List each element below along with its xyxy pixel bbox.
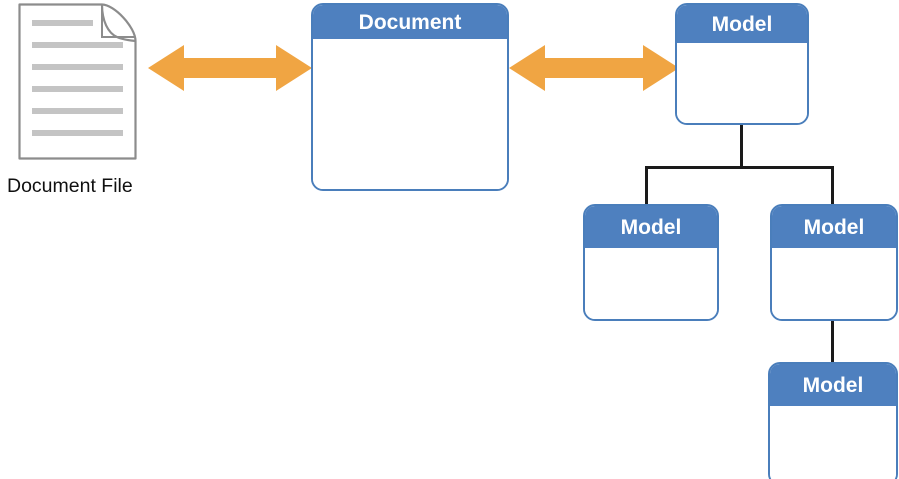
arrow-document-to-model [509, 44, 679, 92]
connector-root-bar [645, 166, 834, 169]
node-document-body [313, 39, 507, 189]
node-model-child-left[interactable]: Model [583, 204, 719, 321]
connector-left-drop [645, 166, 648, 206]
document-file-icon [18, 3, 137, 160]
arrow-file-to-document [148, 44, 312, 92]
connector-root-stem [740, 124, 743, 169]
node-model-child-right[interactable]: Model [770, 204, 898, 321]
node-model-grandchild-title: Model [770, 364, 896, 406]
node-model-child-left-title: Model [585, 206, 717, 248]
node-model-child-right-body [772, 248, 896, 319]
node-model-child-left-body [585, 248, 717, 319]
connector-child-to-grandchild [831, 320, 834, 364]
node-document-title: Document [313, 5, 507, 39]
connector-right-drop [831, 166, 834, 206]
node-document[interactable]: Document [311, 3, 509, 191]
node-model-grandchild-body [770, 406, 896, 479]
document-file-label: Document File [7, 175, 133, 197]
node-model-root[interactable]: Model [675, 3, 809, 125]
node-model-grandchild[interactable]: Model [768, 362, 898, 479]
node-model-root-title: Model [677, 5, 807, 43]
node-model-root-body [677, 43, 807, 123]
node-model-child-right-title: Model [772, 206, 896, 248]
